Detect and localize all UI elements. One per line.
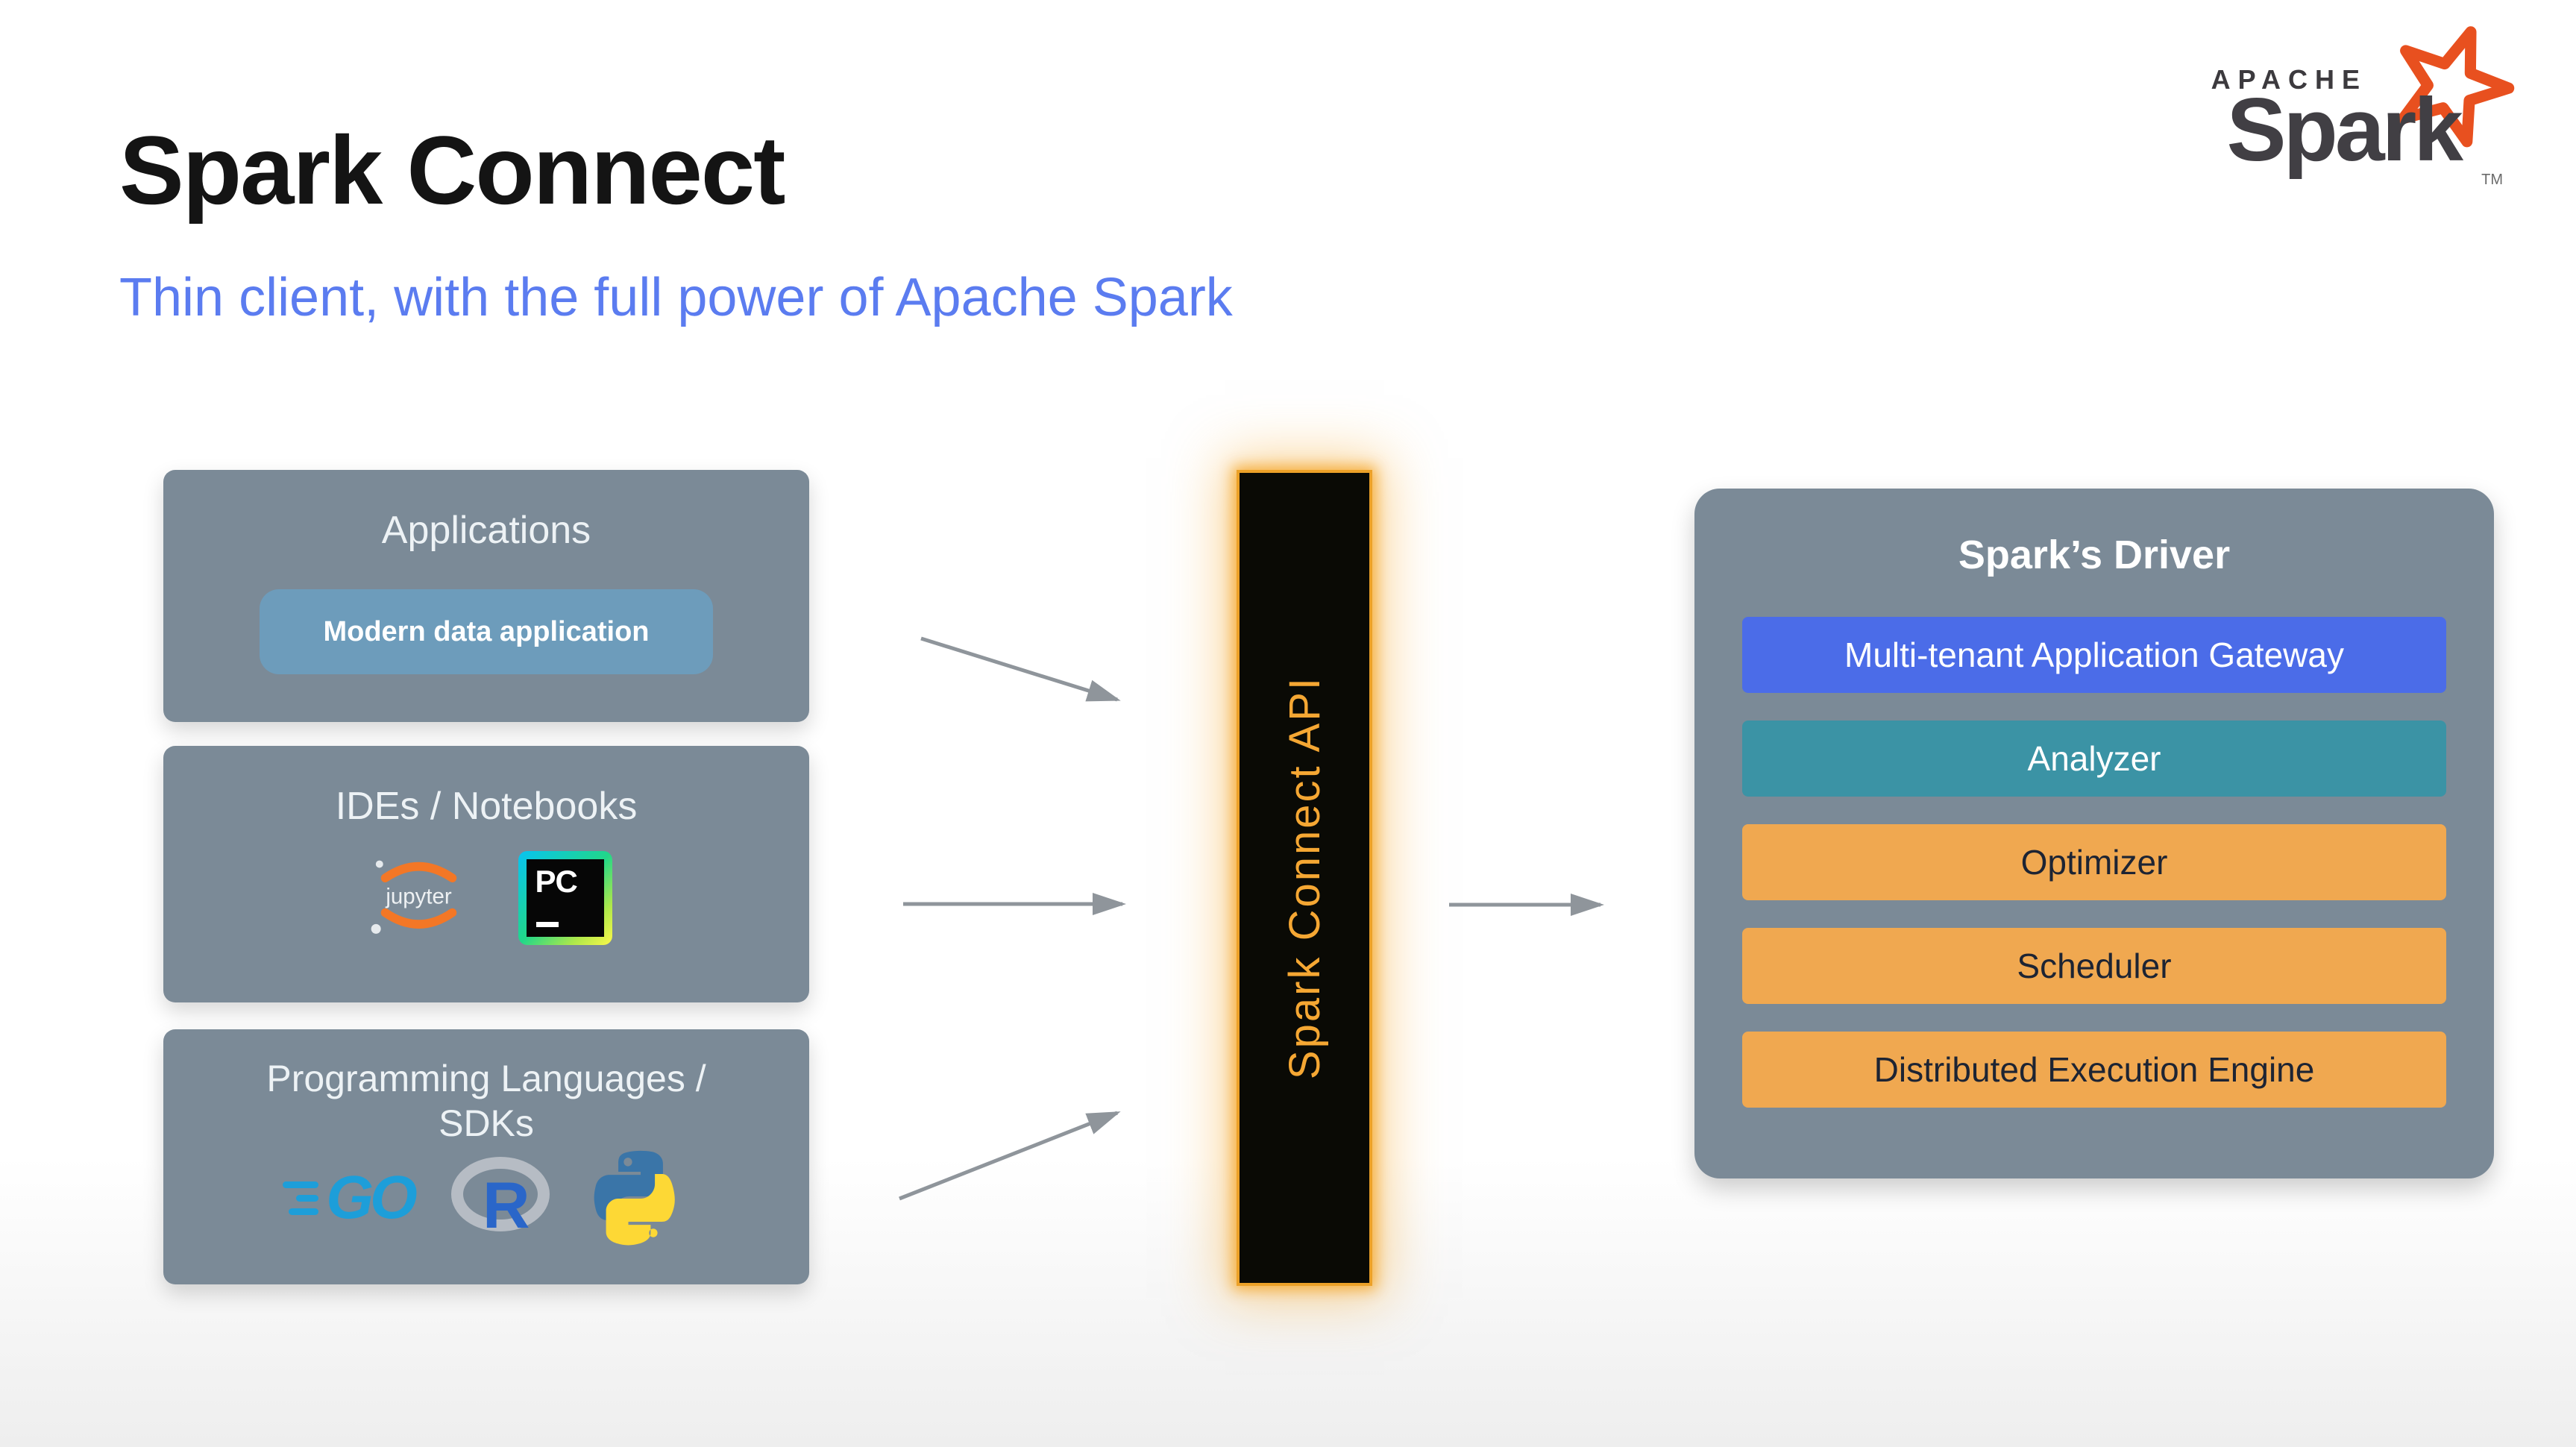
modern-data-application-chip: Modern data application xyxy=(260,589,713,675)
spark-connect-api-label: Spark Connect API xyxy=(1280,676,1329,1080)
sparks-driver-title: Spark’s Driver xyxy=(1958,533,2231,577)
applications-panel-title: Applications xyxy=(381,509,591,552)
python-logo xyxy=(594,1150,675,1246)
apache-spark-logo: APACHE Spark TM xyxy=(2091,13,2524,245)
sparks-driver-panel: Spark’s Driver Multi-tenant Application … xyxy=(1694,489,2494,1178)
languages-sdks-panel: Programming Languages / SDKs GO R xyxy=(163,1029,809,1284)
apache-label: APACHE xyxy=(2211,64,2367,95)
go-logo: GO xyxy=(283,1164,418,1231)
spark-wordmark: Spark xyxy=(2226,80,2463,180)
driver-bars: Multi-tenant Application Gateway Analyze… xyxy=(1742,617,2446,1108)
pycharm-label: PC xyxy=(535,863,578,899)
go-speed-lines-icon xyxy=(283,1181,319,1215)
driver-bar-optimizer: Optimizer xyxy=(1742,824,2446,900)
trademark-label: TM xyxy=(2481,172,2503,188)
driver-bar-multi-tenant-gateway: Multi-tenant Application Gateway xyxy=(1742,617,2446,693)
jupyter-logo: jupyter xyxy=(371,860,456,935)
spark-star-icon xyxy=(2397,26,2515,148)
languages-icon-row: GO R xyxy=(163,1149,809,1247)
ides-icon-row: jupyter PC xyxy=(163,840,809,955)
page-subtitle: Thin client, with the full power of Apac… xyxy=(119,268,1233,327)
languages-sdks-panel-title: Programming Languages / SDKs xyxy=(266,1058,706,1144)
arrow-languages-to-api xyxy=(899,1111,1121,1201)
go-label: GO xyxy=(326,1164,418,1231)
page-title: Spark Connect xyxy=(119,116,785,225)
ides-notebooks-panel-title: IDEs / Notebooks xyxy=(335,785,638,828)
r-logo: R xyxy=(450,1157,550,1242)
jupyter-label: jupyter xyxy=(385,885,452,909)
arrow-applications-to-api xyxy=(920,636,1121,702)
r-label: R xyxy=(483,1168,530,1242)
pycharm-logo: PC xyxy=(518,850,612,945)
ides-notebooks-panel: IDEs / Notebooks jupyter PC xyxy=(163,746,809,1002)
pycharm-underscore xyxy=(535,921,559,927)
driver-bar-scheduler: Scheduler xyxy=(1742,928,2446,1004)
driver-bar-analyzer: Analyzer xyxy=(1742,721,2446,797)
pycharm-logo-inner: PC xyxy=(526,859,604,937)
driver-bar-distributed-execution-engine: Distributed Execution Engine xyxy=(1742,1032,2446,1108)
spark-connect-api-bar: Spark Connect API xyxy=(1237,470,1372,1286)
applications-panel: Applications Modern data application xyxy=(163,470,809,722)
